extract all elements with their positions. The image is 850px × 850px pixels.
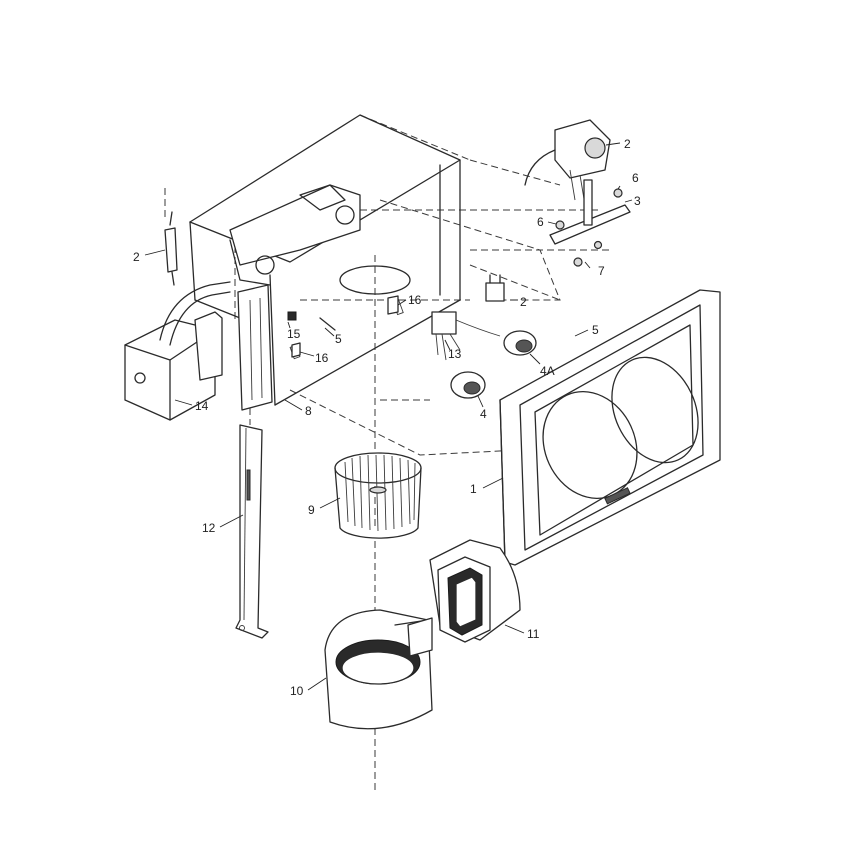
callout-6-right: 6 bbox=[632, 171, 639, 185]
callout-labels: 1 2 2 2 3 4 4A 5 5 6 6 7 8 9 10 11 12 13… bbox=[133, 137, 641, 698]
callout-14: 14 bbox=[195, 399, 209, 413]
callout-12: 12 bbox=[202, 521, 216, 535]
lamp-sockets bbox=[450, 330, 537, 399]
callout-4a: 4A bbox=[540, 364, 555, 378]
callout-6-left: 6 bbox=[537, 215, 544, 229]
blower-wheel bbox=[334, 452, 422, 539]
callout-8: 8 bbox=[305, 404, 312, 418]
timer-motor-unit bbox=[524, 119, 631, 267]
blower-blades bbox=[344, 454, 416, 532]
callout-9: 9 bbox=[308, 503, 315, 517]
callout-16-bottom: 16 bbox=[315, 351, 329, 365]
callout-3: 3 bbox=[634, 194, 641, 208]
callout-16-top: 16 bbox=[408, 293, 422, 307]
callout-2-left: 2 bbox=[133, 250, 140, 264]
callout-10: 10 bbox=[290, 684, 304, 698]
thermal-fuse-left bbox=[164, 211, 178, 286]
callout-4: 4 bbox=[480, 407, 487, 421]
blower-scroll-housing bbox=[324, 609, 433, 730]
callout-7: 7 bbox=[598, 264, 605, 278]
small-fasteners bbox=[287, 295, 399, 358]
callout-2-top: 2 bbox=[624, 137, 631, 151]
hanger-bar bbox=[235, 424, 269, 639]
junction-box bbox=[124, 281, 231, 421]
housing-box bbox=[189, 114, 461, 411]
thermal-cutoff-mid bbox=[485, 274, 505, 302]
leader-lines bbox=[144, 142, 633, 691]
callout-13: 13 bbox=[448, 347, 462, 361]
switch-assembly bbox=[431, 311, 501, 361]
callout-15: 15 bbox=[287, 327, 301, 341]
duct-adapter bbox=[429, 539, 521, 643]
callout-2-mid: 2 bbox=[520, 295, 527, 309]
callout-5-right: 5 bbox=[592, 323, 599, 337]
callout-1: 1 bbox=[470, 482, 477, 496]
grille-panel bbox=[499, 289, 721, 566]
callout-5-left: 5 bbox=[335, 332, 342, 346]
callout-11: 11 bbox=[527, 627, 540, 641]
